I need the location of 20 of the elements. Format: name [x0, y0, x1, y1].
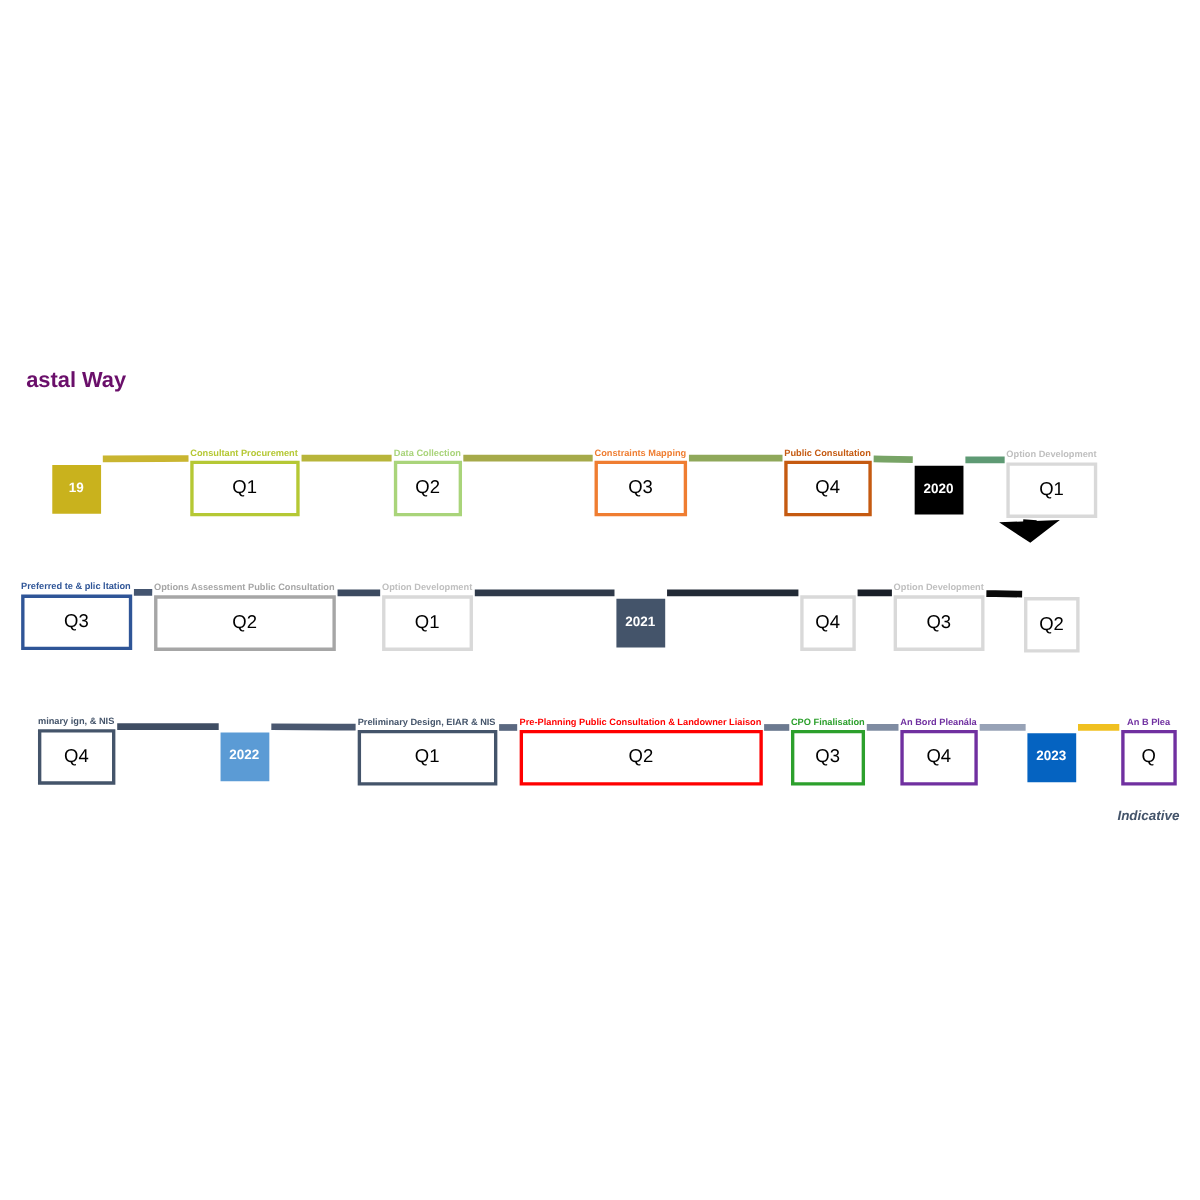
- connector: [1078, 724, 1120, 731]
- connector: [857, 589, 892, 597]
- connector: [866, 724, 899, 731]
- connector: [301, 454, 392, 462]
- diagram-title: astal Way: [26, 369, 127, 394]
- connector: [117, 723, 219, 730]
- connector: [499, 724, 518, 731]
- connector: [965, 456, 1005, 464]
- connector: [102, 455, 189, 463]
- connector: [133, 588, 153, 596]
- connector: [979, 724, 1026, 731]
- connector: [337, 589, 381, 597]
- connector: [271, 723, 356, 731]
- connector: [764, 724, 790, 731]
- connector: [474, 589, 615, 597]
- connector: [688, 454, 783, 462]
- connector: [667, 589, 799, 597]
- connector: [986, 590, 1023, 598]
- connector: [463, 454, 593, 462]
- connector: [873, 455, 913, 463]
